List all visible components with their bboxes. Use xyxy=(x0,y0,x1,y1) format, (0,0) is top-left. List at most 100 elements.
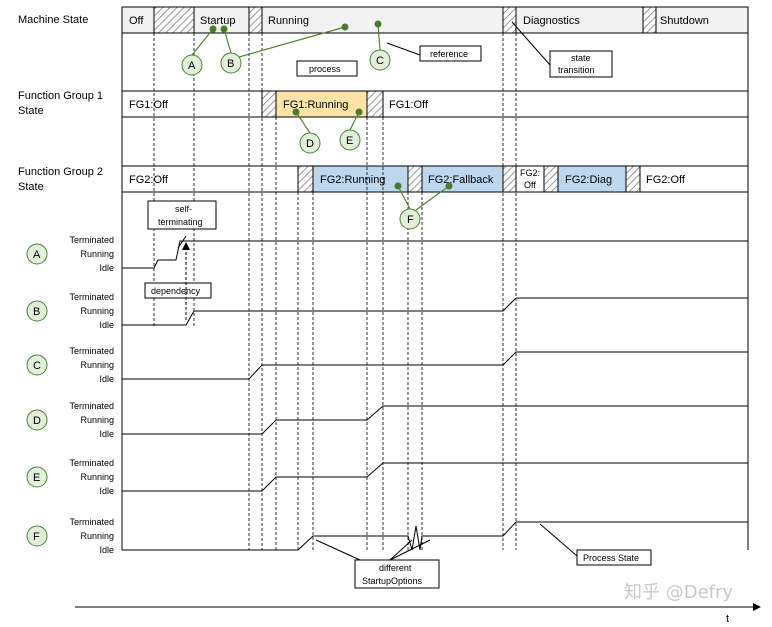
process-bubble-d: D xyxy=(299,132,321,154)
process-bubble-e: E xyxy=(339,129,361,151)
machine-state-running: Running xyxy=(268,15,309,27)
signal-letter-bubble xyxy=(26,409,48,431)
svg-text:self-: self- xyxy=(175,204,192,214)
svg-text:C: C xyxy=(376,55,384,67)
signal-waveform xyxy=(122,351,748,380)
fg1-state-off-2: FG1:Off xyxy=(389,99,429,111)
signal-letter-bubble xyxy=(26,243,48,265)
svg-text:different: different xyxy=(379,563,412,573)
fg2-state-off-short-1: FG2: xyxy=(520,168,540,178)
callout-process-state: Process State xyxy=(539,523,652,566)
process-reference-dots xyxy=(209,20,453,190)
signal-level-label: Running xyxy=(80,415,114,425)
svg-text:Process State: Process State xyxy=(583,553,639,563)
signal-level-label: Terminated xyxy=(69,235,114,245)
signal-letter: C xyxy=(33,360,41,372)
callout-different-startup-options: different StartupOptions xyxy=(315,539,440,589)
signal-letter-bubble xyxy=(26,354,48,376)
signal-level-label: Idle xyxy=(99,320,114,330)
label-fg1-line1: Function Group 1 xyxy=(18,90,103,102)
process-bubble-a: A xyxy=(181,54,203,76)
signal-letter: D xyxy=(33,415,41,427)
callout-dependency: dependency xyxy=(144,282,212,299)
machine-state-diagnostics: Diagnostics xyxy=(523,15,580,27)
callout-self-terminating: self- terminating xyxy=(147,200,217,230)
signal-waveform xyxy=(122,405,748,435)
svg-text:StartupOptions: StartupOptions xyxy=(362,576,423,586)
svg-text:E: E xyxy=(346,135,353,147)
svg-text:dependency: dependency xyxy=(151,286,201,296)
svg-text:state: state xyxy=(571,53,591,63)
signal-level-label: Running xyxy=(80,360,114,370)
process-state-signals: ATerminatedRunningIdleBTerminatedRunning… xyxy=(26,235,748,555)
time-axis-label: t xyxy=(726,613,729,625)
signal-level-label: Terminated xyxy=(69,517,114,527)
signal-level-label: Running xyxy=(80,472,114,482)
signal-level-label: Idle xyxy=(99,263,114,273)
fg1-state-off-1: FG1:Off xyxy=(129,99,169,111)
signal-level-label: Running xyxy=(80,306,114,316)
signal-level-label: Terminated xyxy=(69,401,114,411)
signal-letter: A xyxy=(33,249,41,261)
fg2-state-running: FG2:Running xyxy=(320,174,385,186)
signal-letter: B xyxy=(33,306,40,318)
signal-letter-bubble xyxy=(26,525,48,547)
fg2-state-off-2: FG2:Off xyxy=(646,174,686,186)
svg-text:reference: reference xyxy=(430,49,468,59)
process-bubble-f: F xyxy=(399,208,421,230)
label-fg2-line2: State xyxy=(18,181,44,193)
callout-process: process xyxy=(296,60,358,77)
callout-reference: reference xyxy=(386,42,482,62)
signal-level-label: Terminated xyxy=(69,292,114,302)
process-bubble-c: C xyxy=(369,49,391,71)
fg1-state-running: FG1:Running xyxy=(283,99,348,111)
svg-text:A: A xyxy=(188,60,196,72)
signal-level-label: Terminated xyxy=(69,458,114,468)
signal-level-label: Terminated xyxy=(69,346,114,356)
machine-state-off: Off xyxy=(129,15,144,27)
svg-text:process: process xyxy=(309,64,341,74)
fg2-state-diag: FG2:Diag xyxy=(565,174,612,186)
signal-level-label: Idle xyxy=(99,429,114,439)
signal-waveform xyxy=(122,297,748,326)
svg-text:B: B xyxy=(227,58,234,70)
signal-letter-bubble xyxy=(26,466,48,488)
signal-waveform xyxy=(122,240,748,269)
signal-letter: F xyxy=(33,531,40,543)
signal-waveform xyxy=(122,462,748,492)
signal-letter: E xyxy=(33,472,40,484)
process-bubble-b: B xyxy=(220,52,242,74)
label-fg2-line1: Function Group 2 xyxy=(18,166,103,178)
signal-level-label: Idle xyxy=(99,486,114,496)
signal-letter-bubble xyxy=(26,300,48,322)
svg-text:transition: transition xyxy=(558,65,595,75)
fg2-state-off-short-2: Off xyxy=(524,180,536,190)
fg2-state-fallback: FG2:Fallback xyxy=(428,174,494,186)
machine-state-startup: Startup xyxy=(200,15,235,27)
signal-waveform xyxy=(122,521,748,551)
time-markers xyxy=(153,33,517,550)
label-machine-state: Machine State xyxy=(18,14,88,26)
callout-state-transition: state transition xyxy=(511,21,613,78)
signal-level-label: Running xyxy=(80,249,114,259)
fg1-state-bar xyxy=(121,90,749,118)
svg-text:terminating: terminating xyxy=(158,217,203,227)
fg2-state-off-1: FG2:Off xyxy=(129,174,169,186)
signal-level-label: Running xyxy=(80,531,114,541)
signal-level-label: Idle xyxy=(99,374,114,384)
signal-level-label: Idle xyxy=(99,545,114,555)
fg2-state-bar xyxy=(121,165,749,193)
row-separators xyxy=(121,33,749,550)
svg-text:D: D xyxy=(306,138,314,150)
machine-state-shutdown: Shutdown xyxy=(660,15,709,27)
svg-text:F: F xyxy=(407,214,414,226)
dependency-arrow xyxy=(177,235,190,320)
watermark: 知乎 @Defry xyxy=(624,582,733,603)
